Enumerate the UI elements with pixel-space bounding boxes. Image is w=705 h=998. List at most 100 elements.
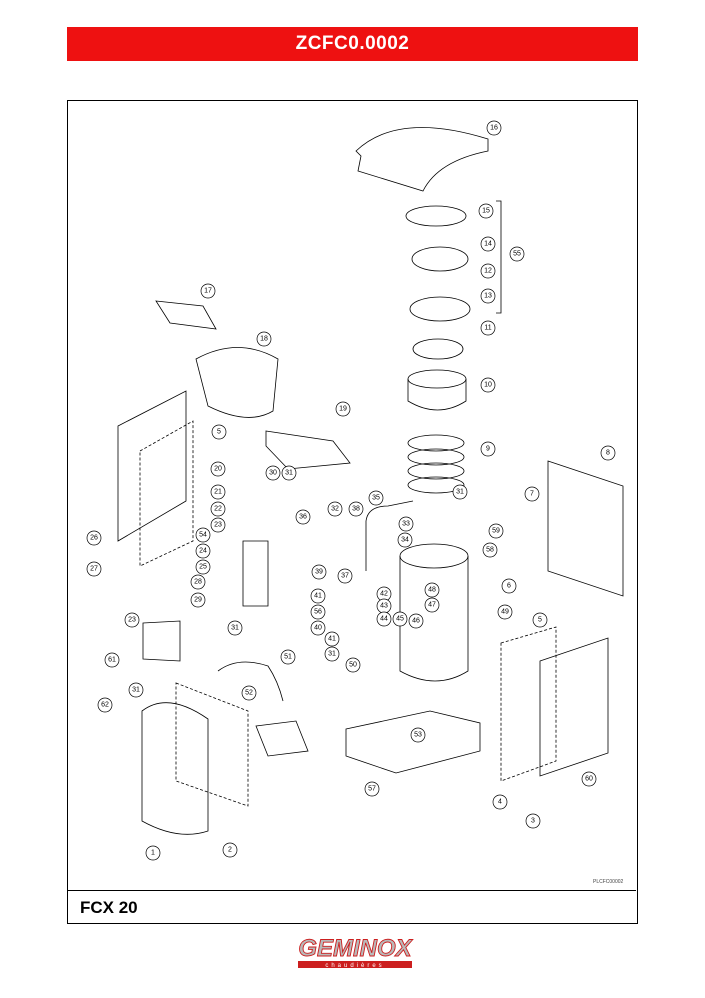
- callout-number: 26: [90, 535, 98, 542]
- callout-number: 38: [352, 506, 360, 513]
- callout-number: 10: [484, 382, 492, 389]
- callout-8: [600, 445, 616, 461]
- callout-number: 50: [349, 662, 357, 669]
- callout-number: 31: [328, 651, 336, 658]
- callout-number: 23: [214, 522, 222, 529]
- callout-41a: [310, 588, 326, 604]
- part-handle-17: [155, 300, 217, 330]
- part-vessel-6: [399, 556, 469, 682]
- part-ring-15: [405, 205, 467, 227]
- callout-number: 19: [339, 406, 347, 413]
- callout-24: [195, 543, 211, 559]
- callout-14: [480, 236, 496, 252]
- exploded-parts-diagram: 1615145512131110171819598203031213173522…: [86, 120, 624, 861]
- callout-number: 40: [314, 625, 322, 632]
- callout-34: [397, 532, 413, 548]
- callout-52: [241, 685, 257, 701]
- callout-number: 53: [414, 732, 422, 739]
- callout-number: 15: [482, 208, 490, 215]
- callout-number: 62: [101, 702, 109, 709]
- callout-number: 8: [606, 450, 610, 457]
- callout-number: 39: [315, 569, 323, 576]
- callout-number: 31: [132, 687, 140, 694]
- callout-number: 4: [498, 799, 502, 806]
- callout-number: 31: [231, 625, 239, 632]
- callout-27: [86, 561, 102, 577]
- callout-number: 3: [531, 818, 535, 825]
- callout-number: 43: [380, 603, 388, 610]
- drawing-reference: PLCFC00002: [593, 879, 624, 885]
- callout-number: 41: [314, 593, 322, 600]
- callout-number: 36: [299, 514, 307, 521]
- part-fan-23: [142, 620, 181, 662]
- part-base-57: [345, 710, 481, 774]
- document-title: ZCFC0.0002: [295, 33, 410, 54]
- callout-number: 1: [151, 850, 155, 857]
- callout-number: 28: [194, 579, 202, 586]
- callout-32: [327, 501, 343, 517]
- callout-number: 2: [228, 847, 232, 854]
- callout-number: 54: [199, 532, 207, 539]
- callout-51: [280, 649, 296, 665]
- part-insulation-4: [500, 626, 557, 782]
- part-gas-valve: [255, 720, 309, 757]
- callout-58: [482, 542, 498, 558]
- callout-13: [480, 288, 496, 304]
- callout-number: 47: [428, 602, 436, 609]
- callout-number: 18: [260, 336, 268, 343]
- callout-17: [200, 283, 216, 299]
- callout-16: [486, 120, 502, 136]
- callout-37: [337, 568, 353, 584]
- callout-60: [581, 771, 597, 787]
- callout-38: [348, 501, 364, 517]
- part-insulation-27: [139, 420, 194, 567]
- brand-logo: GEMINOX chaudières: [298, 935, 414, 969]
- callout-number: 5: [538, 617, 542, 624]
- callout-number: 41: [328, 636, 336, 643]
- callout-10: [480, 377, 496, 393]
- callout-number: 56: [314, 609, 322, 616]
- callout-number: 52: [245, 690, 253, 697]
- callout-number: 20: [214, 466, 222, 473]
- callout-number: 48: [428, 587, 436, 594]
- callout-7: [524, 486, 540, 502]
- callout-number: 55: [513, 251, 521, 258]
- callout-5: [211, 424, 227, 440]
- part-side-panel-26: [117, 390, 187, 542]
- callout-31c: [227, 620, 243, 636]
- part-control-box-19: [265, 430, 351, 470]
- callout-number: 34: [401, 537, 409, 544]
- header-bar: ZCFC0.0002: [67, 27, 638, 61]
- callout-59: [488, 523, 504, 539]
- callout-18: [256, 331, 272, 347]
- callout-45: [392, 611, 408, 627]
- callout-number: 22: [214, 506, 222, 513]
- callout-number: 29: [194, 597, 202, 604]
- callout-23a: [210, 517, 226, 533]
- callout-53: [410, 727, 426, 743]
- callout-number: 25: [199, 564, 207, 571]
- callout-33: [398, 516, 414, 532]
- callout-number: 5: [217, 429, 221, 436]
- part-disc-14: [411, 246, 469, 272]
- callout-36: [295, 509, 311, 525]
- callout-29: [190, 592, 206, 608]
- callout-number: 57: [368, 786, 376, 793]
- model-name: FCX 20: [80, 898, 138, 917]
- part-pipe-52: [217, 661, 284, 702]
- callout-number: 14: [484, 241, 492, 248]
- callout-55: [509, 246, 525, 262]
- callout-46: [408, 613, 424, 629]
- part-pipe-35: [365, 500, 414, 571]
- callout-4: [492, 794, 508, 810]
- callout-number: 59: [492, 528, 500, 535]
- callout-28: [190, 574, 206, 590]
- callout-62: [97, 697, 113, 713]
- callout-number: 61: [108, 657, 116, 664]
- callout-61: [104, 652, 120, 668]
- part-bracket-55: [496, 200, 502, 314]
- callout-number: 17: [204, 288, 212, 295]
- callout-41b: [324, 631, 340, 647]
- callout-31d: [324, 646, 340, 662]
- callout-number: 24: [199, 548, 207, 555]
